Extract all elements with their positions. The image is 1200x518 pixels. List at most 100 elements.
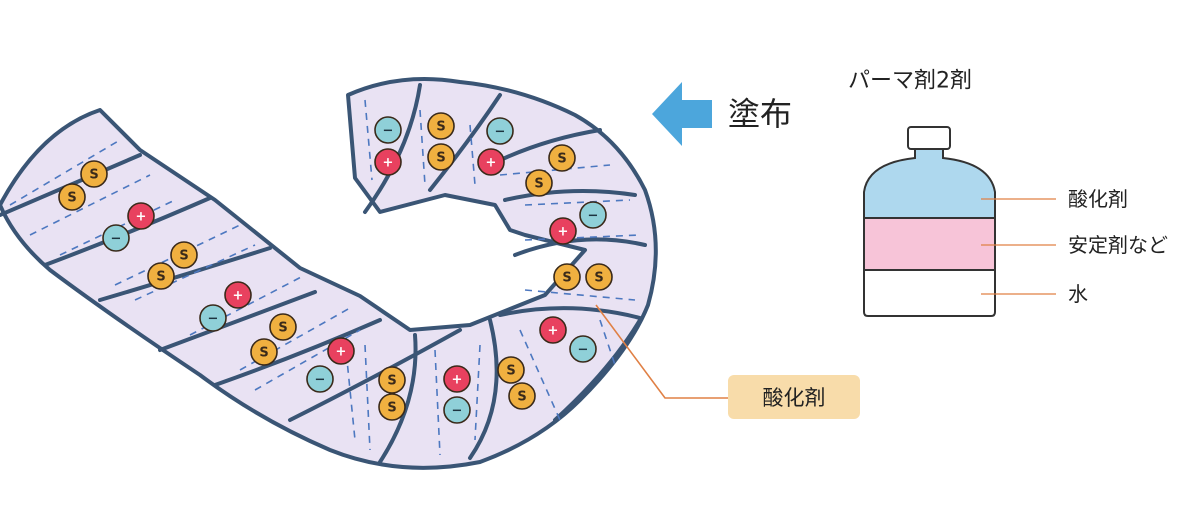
sulfur-badge-label: S [278, 321, 287, 336]
plus-badge-label: + [558, 225, 569, 240]
sulfur-badge: S [269, 313, 297, 341]
plus-badge: + [374, 148, 402, 176]
segment-line [288, 328, 462, 422]
fibre-dash [59, 199, 176, 256]
sulfur-badge-label: S [436, 120, 445, 135]
sulfur-badge: S [508, 382, 536, 410]
plus-badge: + [224, 281, 252, 309]
fibre-dash [364, 344, 371, 451]
sulfur-badge-label: S [387, 374, 396, 389]
sulfur-badge: S [378, 393, 406, 421]
sulfur-badge: S [497, 356, 525, 384]
minus-badge-label: − [578, 343, 589, 358]
plus-badge-label: + [452, 373, 463, 388]
plus-badge-label: + [548, 324, 559, 339]
sulfur-badge-label: S [562, 271, 571, 286]
bottle-middle-layer [864, 218, 995, 270]
fibre-dash [189, 274, 306, 336]
plus-badge-label: + [136, 210, 147, 225]
plus-badge: + [549, 217, 577, 245]
fibre-dash [524, 199, 631, 206]
segment-line [498, 306, 642, 320]
layer-label-oxidizer: 酸化剤 [1068, 187, 1128, 211]
hair-strand [0, 77, 658, 470]
segment-lines [0, 83, 647, 464]
sulfur-badge-label: S [436, 151, 445, 166]
fibre-dash [434, 349, 441, 456]
fibre-dash [364, 99, 373, 181]
segment-line [513, 237, 647, 257]
minus-badge: − [569, 335, 597, 363]
sulfur-badge-label: S [89, 168, 98, 183]
segment-line [468, 318, 499, 460]
plus-badge: + [477, 148, 505, 176]
bottle-cap [907, 126, 951, 150]
bottle-lower-layer [864, 270, 995, 316]
segment-line [98, 246, 272, 302]
sulfur-badge: S [250, 338, 278, 366]
left-arrow-icon [652, 82, 712, 146]
fibre-dash [474, 344, 481, 441]
minus-badge-label: − [208, 312, 219, 327]
product-title: パーマ剤2剤 [848, 69, 972, 94]
minus-badge-label: − [383, 124, 394, 139]
minus-badge: − [199, 304, 227, 332]
segment-line [213, 318, 382, 387]
fibre-dash [519, 329, 561, 421]
sulfur-badge: S [378, 366, 406, 394]
minus-badge: − [486, 117, 514, 145]
plus-badge: + [127, 202, 155, 230]
plus-badge: + [443, 365, 471, 393]
oxidizer-callout: 酸化剤 [595, 304, 860, 419]
plus-badge-label: + [336, 345, 347, 360]
minus-badge: − [306, 365, 334, 393]
sulfur-badge: S [147, 262, 175, 290]
segment-line [378, 333, 418, 464]
sulfur-badge: S [80, 160, 108, 188]
minus-badge-label: − [111, 232, 122, 247]
segment-line [428, 93, 502, 192]
bottle-upper-layer [864, 149, 995, 218]
sulfur-badge-label: S [534, 177, 543, 192]
fibre-dash [524, 289, 636, 301]
minus-badge: − [374, 116, 402, 144]
segment-line [363, 83, 422, 214]
fibre-dash [239, 307, 351, 371]
apply-indicator: 塗布 [652, 82, 792, 146]
fibre-dash [524, 234, 641, 241]
minus-badge-label: − [315, 373, 326, 388]
fibre-dash [29, 174, 151, 236]
sulfur-badge: S [553, 263, 581, 291]
minus-badge-label: − [452, 404, 463, 419]
plus-badge-label: + [383, 156, 394, 171]
sulfur-badge: S [170, 241, 198, 269]
minus-badge: − [102, 224, 130, 252]
layer-label-stabilizer: 安定剤など [1068, 233, 1168, 257]
minus-badge-label: − [495, 125, 506, 140]
hair-strand-body [0, 77, 658, 470]
sulfur-badge-label: S [517, 390, 526, 405]
callout-label: 酸化剤 [763, 386, 826, 410]
bond-badges: S S S S S S S S S S S S S S S S + − + − … [58, 112, 613, 424]
sulfur-badge-label: S [387, 401, 396, 416]
sulfur-badge-label: S [506, 364, 515, 379]
minus-badge: − [579, 201, 607, 229]
plus-badge: + [327, 337, 355, 365]
minus-badge-label: − [588, 209, 599, 224]
sulfur-badge: S [58, 183, 86, 211]
fibre-dash [469, 124, 476, 186]
sulfur-badge-label: S [67, 191, 76, 206]
fibre-dash [599, 319, 616, 366]
sulfur-badge-label: S [594, 271, 603, 286]
plus-badge: + [539, 316, 567, 344]
sulfur-badge-label: S [179, 249, 188, 264]
sulfur-badge: S [427, 143, 455, 171]
plus-badge-label: + [233, 289, 244, 304]
sulfur-badge-label: S [557, 152, 566, 167]
fibre-dash [499, 164, 611, 176]
minus-badge: − [443, 396, 471, 424]
perm-agent-bottle: パーマ剤2剤 酸化剤 安定剤など 水 [848, 69, 1168, 317]
sulfur-badge-label: S [259, 346, 268, 361]
sulfur-badge: S [427, 112, 455, 140]
